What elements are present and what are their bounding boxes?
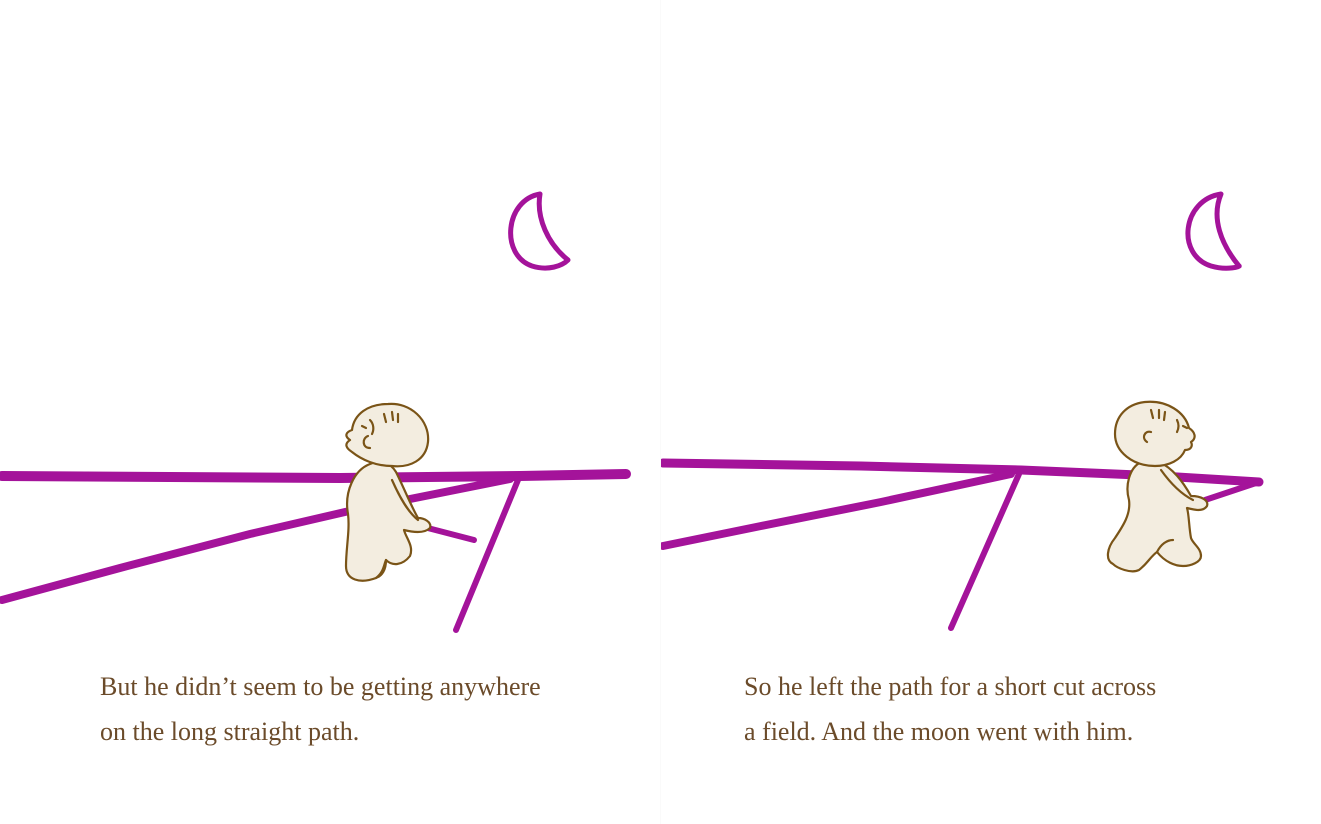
caption-line-1: But he didn’t seem to be getting anywher… [100,672,541,701]
child-hair [382,410,400,424]
child-head [345,402,430,468]
page-gutter [660,0,661,824]
crescent-moon-icon [1185,191,1242,271]
child-hair [1149,408,1167,422]
child-arm [1159,468,1195,502]
left-page-caption: But he didn’t seem to be getting anywher… [100,664,620,754]
caption-line-1: So he left the path for a short cut acro… [744,672,1157,701]
right-page: So he left the path for a short cut acro… [661,0,1321,824]
child-figure [1106,400,1209,573]
child-ear [1142,430,1153,444]
branch-path [948,471,1022,631]
path-lines [661,458,1264,631]
child-ear [362,434,372,450]
child-body [344,461,432,582]
child-face [360,418,375,436]
caption-line-2: on the long straight path. [100,717,360,746]
caption-line-2: a field. And the moon went with him. [744,717,1134,746]
child-leg [1155,538,1175,554]
long-straight-path [0,469,631,484]
right-page-caption: So he left the path for a short cut acro… [744,664,1264,754]
child-arm [390,478,420,522]
child-face [1175,418,1189,434]
diagonal-path [661,470,1015,550]
right-page-illustration [661,191,1264,631]
child-head [1113,400,1196,468]
child-figure [344,402,432,582]
child-foot [374,558,388,580]
path-lines [0,469,631,633]
left-page: But he didn’t seem to be getting anywher… [0,0,660,824]
crescent-moon-icon [508,191,571,271]
diagonal-path [0,475,514,604]
cross-path-end [1202,479,1262,503]
child-body [1106,459,1209,573]
branch-path [453,477,521,633]
left-page-illustration [0,191,631,633]
long-straight-path [661,458,1264,487]
